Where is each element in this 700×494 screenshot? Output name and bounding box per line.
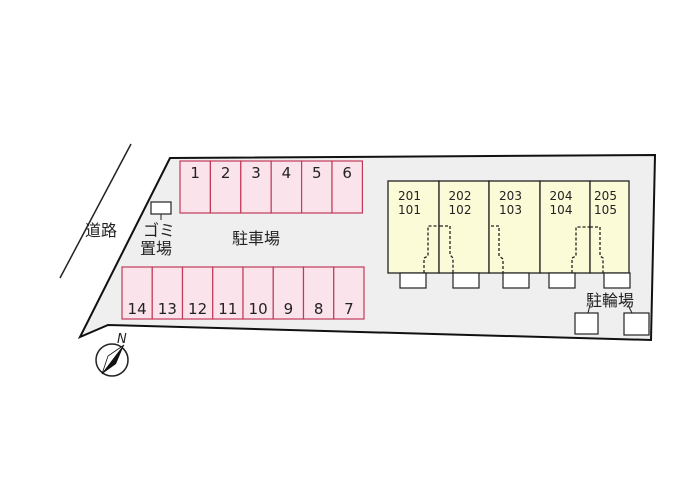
parking-space-number: 1	[190, 164, 200, 182]
north-label: N	[117, 332, 127, 347]
stair-outline	[440, 225, 454, 273]
parking-space	[240, 160, 272, 214]
parking-space-number: 12	[188, 300, 207, 318]
parking-row-top: 1 2 3 4 5 6	[179, 160, 363, 214]
unit-number-lower: 103	[499, 203, 522, 217]
unit-number-lower: 105	[594, 203, 617, 217]
parking-space	[121, 266, 153, 320]
parking-space-number: 3	[251, 164, 261, 182]
parking-space	[272, 266, 305, 320]
stair-outline	[423, 225, 440, 273]
parking-space	[179, 160, 211, 214]
parking-space-number: 11	[218, 300, 237, 318]
stair-outline	[590, 226, 604, 273]
parking-space	[301, 160, 333, 214]
storage-box	[603, 272, 631, 289]
parking-space-number: 6	[342, 164, 352, 182]
stair-outline	[491, 225, 504, 273]
apartment-unit	[488, 180, 541, 274]
storage-box	[399, 272, 427, 289]
unit-number-upper: 204	[550, 189, 573, 203]
parking-space-number: 2	[221, 164, 231, 182]
parking-space-number: 5	[312, 164, 322, 182]
parking-space	[212, 266, 244, 320]
parking-space	[333, 266, 365, 320]
road-label: 道路	[85, 221, 117, 240]
parking-space-number: 8	[314, 300, 324, 318]
bicycle-pointer-2	[627, 304, 633, 314]
unit-number-upper: 202	[449, 189, 472, 203]
apartment-unit	[438, 180, 490, 274]
parking-space-number: 13	[158, 300, 177, 318]
parking-space-number: 9	[284, 300, 294, 318]
unit-number-upper: 203	[499, 189, 522, 203]
unit-number-upper: 205	[594, 189, 617, 203]
parking-space-number: 10	[249, 300, 268, 318]
apartment-unit	[539, 180, 591, 274]
parking-label: 駐車場	[232, 229, 280, 248]
parking-row-bottom: 14 13 12 11 10 9 8 7	[121, 266, 365, 320]
stair-outline	[571, 226, 590, 273]
bicycle-box-2	[623, 312, 650, 336]
trash-box	[150, 201, 172, 215]
parking-space	[242, 266, 274, 320]
parking-space-number: 4	[282, 164, 292, 182]
storage-box	[502, 272, 530, 289]
parking-space	[270, 160, 303, 214]
storage-box	[548, 272, 576, 289]
unit-number-lower: 102	[449, 203, 472, 217]
unit-number-lower: 101	[398, 203, 421, 217]
unit-number-lower: 104	[550, 203, 573, 217]
north-compass-icon: N	[95, 332, 129, 377]
trash-label-2: 置場	[140, 239, 172, 258]
parking-space	[331, 160, 363, 214]
trash-label-1: ゴミ	[143, 221, 175, 240]
unit-number-upper: 201	[398, 189, 421, 203]
storage-box	[452, 272, 480, 289]
bicycle-pointer-1	[587, 304, 591, 314]
bicycle-box-1	[574, 312, 599, 335]
road-edge-line	[59, 143, 132, 279]
parking-space-number: 14	[128, 300, 147, 318]
parking-space-number: 7	[344, 300, 354, 318]
bicycle-parking-label: 駐輪場	[586, 291, 634, 310]
parking-space	[151, 266, 184, 320]
